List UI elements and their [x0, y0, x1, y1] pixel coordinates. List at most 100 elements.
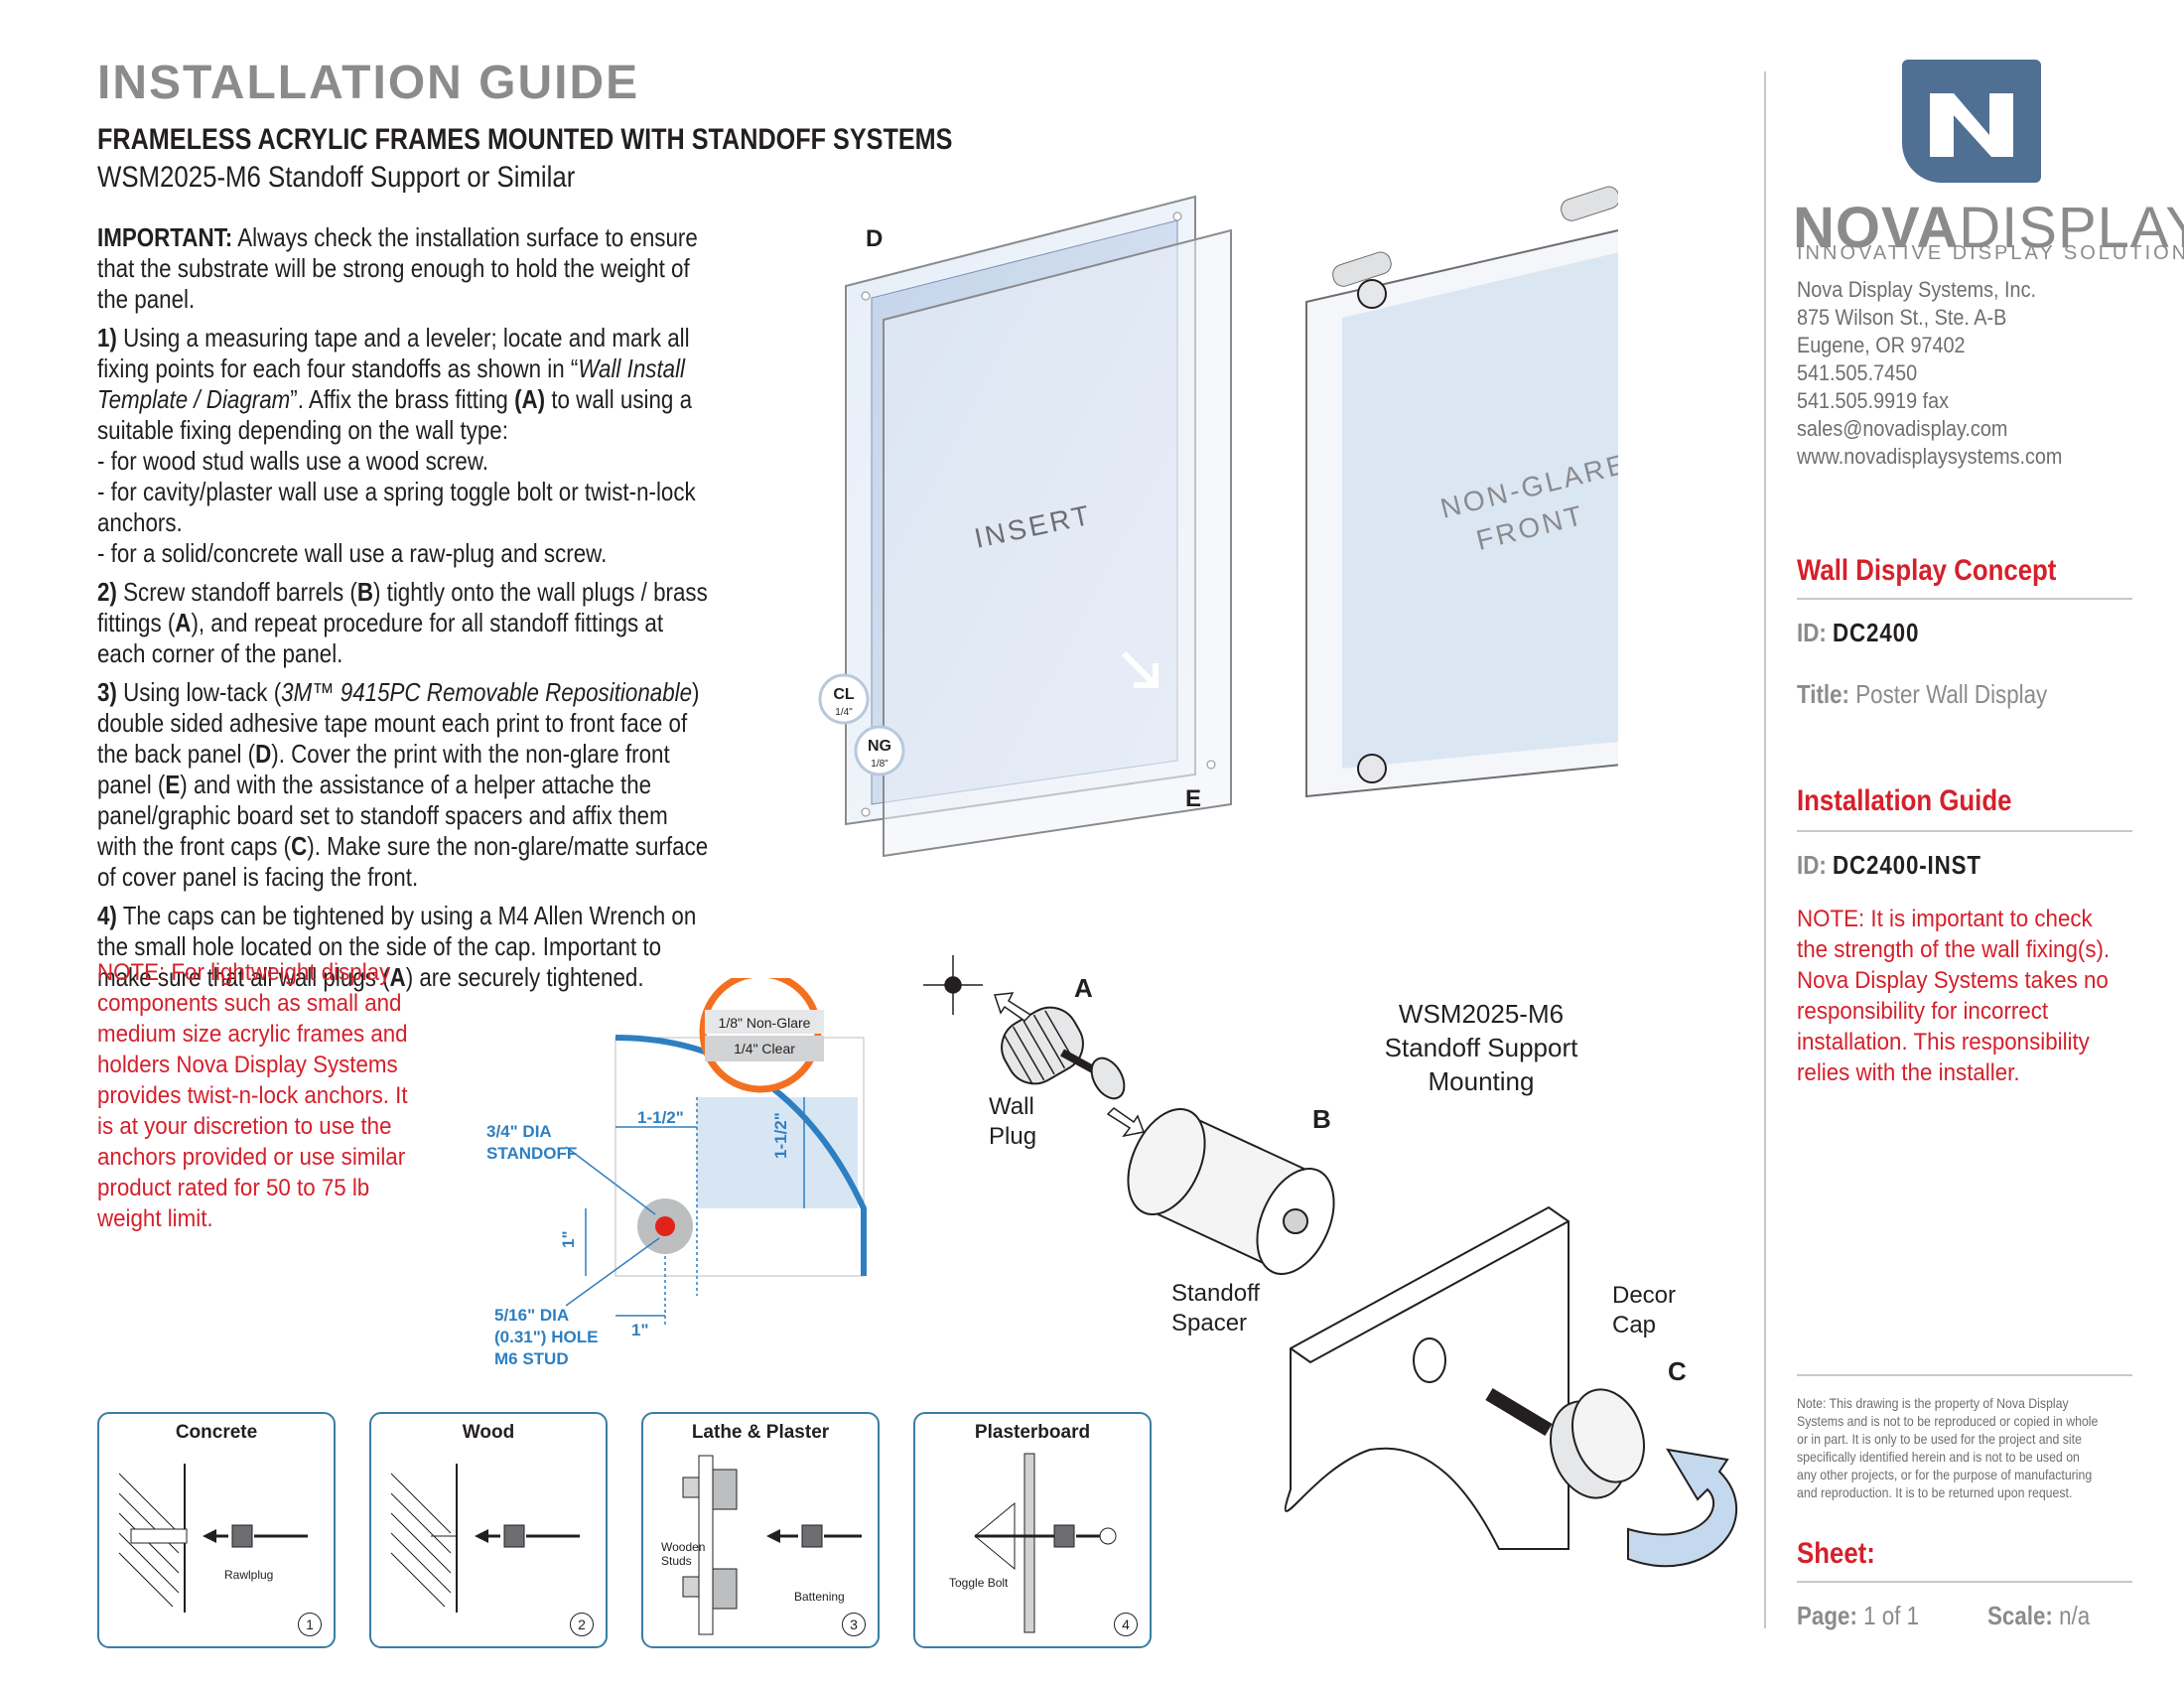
- ng-badge: NG 1/8": [854, 725, 905, 776]
- hole-label-3: M6 STUD: [494, 1349, 569, 1368]
- cap-label-1: Decor: [1612, 1282, 1676, 1309]
- dim-edge-2: 1": [631, 1321, 649, 1339]
- panel-illustration: INSERT D E CL 1/4" NG 1/8" NON-GLARE FRO…: [818, 186, 1618, 858]
- divider: [1797, 830, 2132, 832]
- step-4: 4) The caps can be tightened by using a …: [97, 901, 697, 992]
- hole-icon: [1206, 760, 1216, 770]
- website-link[interactable]: www.novadisplaysystems.com: [1797, 444, 2063, 469]
- concept-id: ID: DC2400: [1797, 618, 1920, 647]
- concept-heading: Wall Display Concept: [1797, 554, 2057, 587]
- step-2: 2) Screw standoff barrels (B) tightly on…: [97, 577, 708, 668]
- hardware-title-2: Standoff Support: [1385, 1033, 1578, 1062]
- nova-logo-icon: [1902, 60, 2041, 183]
- method-title: Concrete: [175, 1422, 258, 1443]
- wood-fixing-icon: [390, 1464, 580, 1613]
- legal-note: Note: This drawing is the property of No…: [1797, 1395, 2099, 1500]
- svg-text:1/8": 1/8": [871, 759, 888, 770]
- svg-text:1/8" Non-Glare: 1/8" Non-Glare: [719, 1015, 811, 1031]
- page-subtitle: FRAMELESS ACRYLIC FRAMES MOUNTED WITH ST…: [97, 123, 953, 156]
- label-c: C: [1668, 1356, 1687, 1386]
- sidebar-divider: [1764, 71, 1766, 1628]
- standoff-label-2: STANDOFF: [486, 1144, 577, 1163]
- brand-tagline: INNOVATIVE DISPLAY SOLUTIONS: [1797, 242, 2184, 264]
- method-lathe-plaster: Lathe & Plaster Wooden Studs Battening 3: [641, 1412, 880, 1648]
- product-subtitle: WSM2025-M6 Standoff Support or Similar: [97, 161, 576, 194]
- label-a: A: [1074, 973, 1093, 1003]
- email-link[interactable]: sales@novadisplay.com: [1797, 416, 2008, 441]
- method-title: Plasterboard: [974, 1422, 1091, 1443]
- svg-text:Toggle Bolt: Toggle Bolt: [949, 1576, 1009, 1590]
- page-title: INSTALLATION GUIDE: [97, 57, 640, 109]
- method-plasterboard: Plasterboard Toggle Bolt 4: [913, 1412, 1152, 1648]
- method-number: 1: [298, 1613, 322, 1636]
- lathe-fixing-icon: Wooden Studs Battening: [661, 1455, 862, 1635]
- svg-text:1/4" Clear: 1/4" Clear: [734, 1041, 795, 1056]
- acrylic-panel-corner: [1284, 1205, 1570, 1550]
- important-paragraph: IMPORTANT: Always check the installation…: [97, 222, 698, 314]
- standoff-spacer: [1127, 1108, 1335, 1275]
- hole-label-2: (0.31") HOLE: [494, 1328, 598, 1346]
- divider: [1797, 598, 2132, 600]
- assembled-panel: NON-GLARE FRONT: [1305, 186, 1618, 798]
- wall-plug-label-1: Wall: [989, 1093, 1034, 1120]
- svg-text:CL: CL: [833, 686, 855, 703]
- thickness-callout: 1/8" Non-Glare 1/4" Clear: [699, 978, 824, 1093]
- plasterboard-fixing-icon: Toggle Bolt: [949, 1453, 1117, 1633]
- guide-id: ID: DC2400-INST: [1797, 850, 1981, 880]
- step-1: 1) Using a measuring tape and a leveler;…: [97, 323, 696, 568]
- hole-label-1: 5/16" DIA: [494, 1306, 569, 1325]
- hardware-title-1: WSM2025-M6: [1399, 999, 1564, 1029]
- tighten-arrow-icon: [1627, 1448, 1738, 1568]
- svg-text:NG: NG: [868, 738, 891, 755]
- concept-title: Title: Poster Wall Display: [1797, 679, 2048, 709]
- svg-text:Battening: Battening: [794, 1590, 845, 1604]
- corner-diagram: 1-1/2" 1-1/2" 1" 1" 3/4" DIA STANDOFF 5/…: [486, 978, 867, 1368]
- brand-name: NOVADISPLAY: [1793, 196, 2184, 260]
- arrow-icon: [993, 992, 1146, 1138]
- front-panel: [883, 228, 1232, 858]
- divider: [1797, 1581, 2132, 1583]
- cap-label-2: Cap: [1612, 1312, 1656, 1338]
- guide-heading: Installation Guide: [1797, 784, 2012, 817]
- hardware-title-3: Mounting: [1429, 1066, 1535, 1096]
- method-title: Wood: [462, 1422, 515, 1443]
- sheet-heading: Sheet:: [1797, 1537, 1875, 1570]
- svg-text:Rawlplug: Rawlplug: [224, 1568, 273, 1582]
- method-title: Lathe & Plaster: [691, 1422, 830, 1443]
- method-concrete: Concrete Rawlplug 1: [97, 1412, 336, 1648]
- dim-horizontal: 1-1/2": [637, 1108, 684, 1127]
- wall-plug-label-2: Plug: [989, 1123, 1036, 1150]
- method-number: 3: [842, 1613, 866, 1636]
- svg-text:Wooden: Wooden: [661, 1540, 705, 1554]
- dim-vertical: 1-1/2": [771, 1112, 790, 1159]
- company-address: Nova Display Systems, Inc. 875 Wilson St…: [1797, 277, 2063, 469]
- standoff-label-1: 3/4" DIA: [486, 1122, 552, 1141]
- scale: Scale: n/a: [1987, 1601, 2091, 1630]
- responsibility-note: NOTE: It is important to check the stren…: [1797, 906, 2111, 1086]
- hole-icon: [861, 807, 871, 817]
- step-3: 3) Using low-tack (3M™ 9415PC Removable …: [97, 677, 709, 892]
- svg-text:Studs: Studs: [661, 1554, 692, 1568]
- dim-edge-1: 1": [559, 1230, 578, 1248]
- decor-cap: [1485, 1387, 1645, 1499]
- wall-plug: [1001, 1006, 1126, 1100]
- page-number: Page: 1 of 1: [1797, 1601, 1920, 1630]
- label-e: E: [1185, 785, 1201, 812]
- slide-arrow-icon: [1121, 650, 1159, 688]
- method-number: 4: [1114, 1613, 1138, 1636]
- method-wood: Wood 2: [369, 1412, 608, 1648]
- instructions-text: IMPORTANT: Always check the installation…: [97, 222, 712, 1001]
- spacer-label-2: Spacer: [1171, 1310, 1247, 1336]
- exploded-hardware: A Wall Plug WSM2025-M6 Standoff Support …: [923, 955, 1738, 1568]
- hole-icon: [1172, 211, 1182, 221]
- divider: [1797, 1374, 2132, 1376]
- spacer-label-1: Standoff: [1171, 1280, 1260, 1307]
- hole-icon: [861, 291, 871, 301]
- cl-badge: CL 1/4": [818, 673, 870, 725]
- svg-text:1/4": 1/4": [835, 707, 853, 718]
- label-b: B: [1312, 1104, 1331, 1134]
- label-d: D: [866, 225, 883, 252]
- method-number: 2: [570, 1613, 594, 1636]
- concrete-fixing-icon: Rawlplug: [118, 1464, 308, 1613]
- drill-point-icon: [923, 955, 983, 1015]
